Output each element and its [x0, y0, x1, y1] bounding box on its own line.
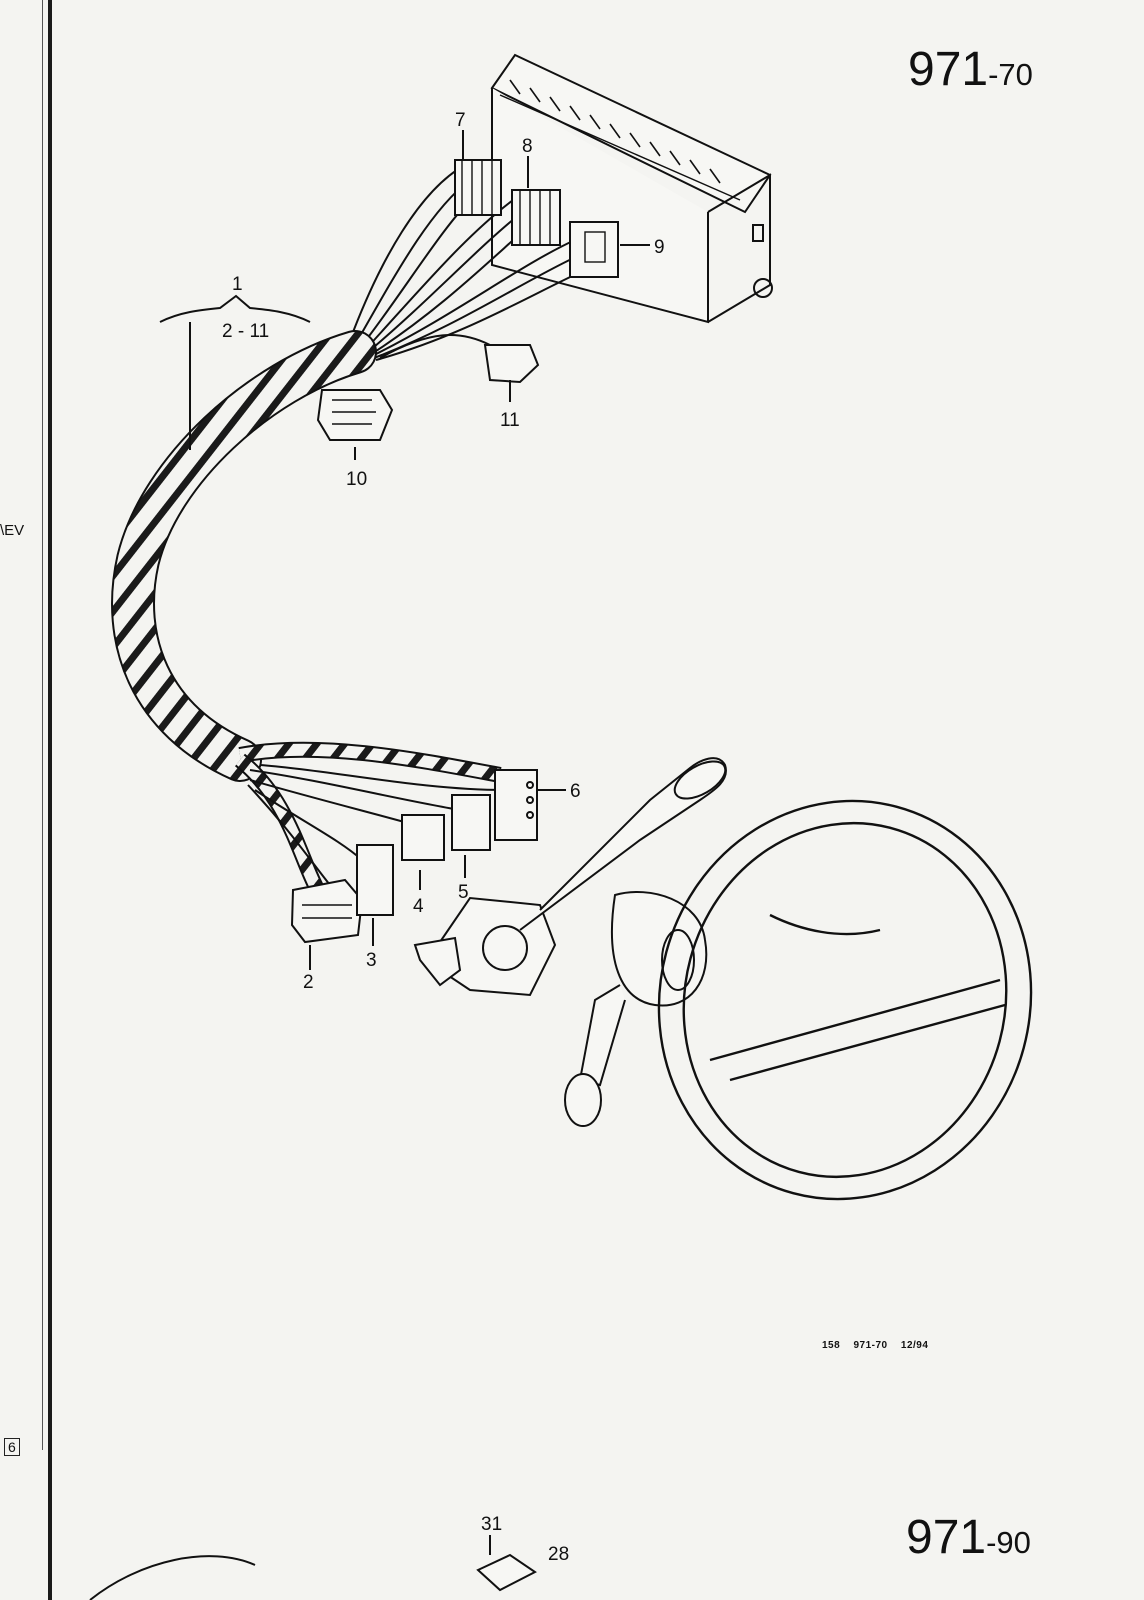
section-number-top: 971-70: [908, 42, 1033, 97]
section-number-top-main: 971: [908, 43, 989, 96]
callout-11: 11: [500, 410, 520, 431]
section-number-bottom: 971-90: [906, 1510, 1031, 1565]
connector-2: [290, 878, 364, 944]
binder-edge-line: [48, 0, 52, 1600]
callout-31: 31: [481, 1514, 502, 1535]
callout-5: 5: [458, 882, 469, 903]
connector-6: [494, 769, 538, 841]
callout-6: 6: [570, 781, 581, 802]
connector-10: [316, 389, 394, 441]
left-edge-box-label: 6: [4, 1438, 20, 1456]
section-number-bottom-main: 971: [906, 1511, 987, 1564]
bottom-instrument-cluster-partial: [89, 1555, 256, 1600]
callout-9: 9: [654, 237, 665, 258]
section-number-top-suffix: -70: [988, 57, 1033, 92]
harness-lower-branches: [234, 741, 506, 899]
left-edge-text: \EV: [0, 522, 25, 539]
callout-1: 1: [232, 274, 243, 295]
callout-leader-lines: [159, 130, 650, 1555]
steering-wheel: [657, 799, 1033, 1201]
bottom-part-31: [476, 1553, 537, 1592]
callout-4: 4: [413, 896, 424, 917]
callout-8: 8: [522, 136, 533, 157]
drawing-reference-code: 158 971-70 12/94: [822, 1340, 929, 1351]
binder-edge-thin-line: [42, 0, 43, 1450]
callout-labels: 1 2 - 11 7 8 9 10 11 2 3 4 5 6 31 28: [222, 110, 665, 1565]
callout-28: 28: [548, 1544, 569, 1565]
connector-5: [451, 794, 491, 851]
callout-7: 7: [455, 110, 466, 131]
callout-3: 3: [366, 950, 377, 971]
connector-11: [483, 344, 540, 384]
callout-2: 2: [303, 972, 314, 993]
section-number-bottom-suffix: -90: [986, 1525, 1031, 1560]
connector-7: [454, 159, 502, 216]
main-wiring-harness: [111, 330, 377, 782]
callout-2-11-range: 2 - 11: [222, 321, 269, 342]
callout-10: 10: [346, 469, 367, 490]
combination-switch-assembly: [413, 757, 727, 1127]
connector-3: [356, 844, 394, 916]
connector-9: [569, 221, 619, 278]
control-unit-box: [490, 53, 773, 324]
connector-4: [401, 814, 445, 861]
connector-8: [511, 189, 561, 246]
